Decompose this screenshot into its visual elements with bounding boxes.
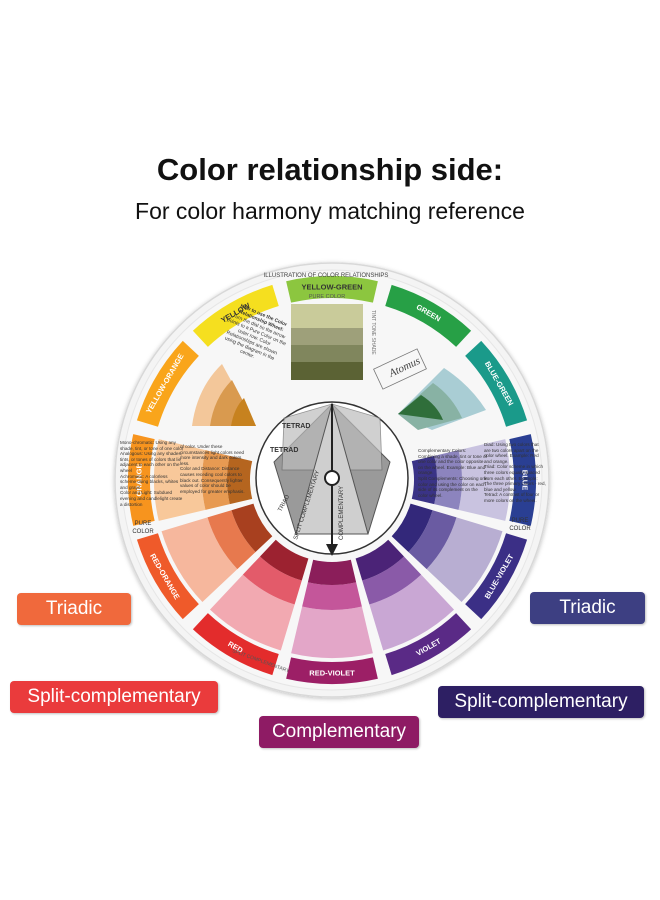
complementary-label: COMPLEMENTARY [339, 486, 345, 540]
hue-segment-blue-green [465, 340, 528, 427]
shade-wedge-blue-violet-2 [391, 503, 433, 552]
callout-split-right: Split-complementary [438, 686, 644, 718]
page-subtitle: For color harmony matching reference [135, 198, 525, 224]
shade-wedge-red-violet-1 [302, 582, 362, 610]
inner-shade-wedges [154, 439, 511, 659]
shade-wedge-orange-2 [227, 455, 253, 505]
shade-wedge-orange-1 [202, 450, 230, 510]
hue-label-red-violet: RED-VIOLET [309, 669, 355, 678]
midleft-text-2: Color and Distance: Distance causes rece… [180, 466, 245, 494]
shade-wedge-red-0 [209, 574, 295, 651]
diad-text: Diad: Using two colors that are two colo… [484, 442, 539, 464]
hue-segment-blue [509, 434, 536, 526]
hue-label-blue: BLUE [521, 470, 530, 490]
illustration-caption: ILLUSTRATION OF COLOR RELATIONSHIPS [264, 273, 389, 279]
shade-wedge-red-1 [242, 556, 302, 605]
shade-wedge-red-orange-1 [207, 510, 256, 570]
shade-wedge-blue-1 [434, 450, 462, 510]
hue-segment-green [385, 284, 472, 347]
shade-wedge-violet-0 [369, 574, 455, 651]
outer-hue-band [128, 275, 536, 684]
page-title: Color relationship side: [156, 152, 504, 187]
achromatic-text: Achromatic: A colorless scheme using bla… [120, 473, 179, 490]
hue-label-orange: ORANGE [135, 464, 144, 497]
triad-text: Triad: Color scheme in which three color… [484, 464, 546, 492]
hue-segment-violet [385, 613, 472, 676]
shade-wedge-red-2 [260, 539, 309, 581]
pure-color-left-2: COLOR [132, 529, 154, 535]
tetrad-label: TETRAD [282, 423, 310, 430]
hue-segment-red [192, 613, 279, 676]
midleft-text-1: of color. Under these circumstances ligh… [180, 444, 245, 466]
shade-wedge-violet-2 [355, 539, 404, 581]
center-dial: TETRAD TETRAD TRIAD SPLIT COMPLEMENTARY … [255, 401, 409, 556]
callout-triadic-left: Triadic [17, 593, 131, 625]
shade-wedge-red-violet-2 [307, 559, 357, 585]
shade-wedge-red-violet-0 [291, 606, 373, 659]
hue-segment-yellow-orange [136, 340, 199, 427]
hue-segment-red-violet [286, 657, 378, 684]
shade-wedge-red-orange-2 [231, 503, 273, 552]
hue-segment-yellow-green [286, 275, 378, 303]
shade-wedge-orange-0 [154, 439, 206, 521]
brand-frame [373, 348, 427, 390]
callout-triadic-right: Triadic [530, 592, 645, 624]
shade-wedge-blue-violet-0 [426, 517, 503, 603]
swatch-yellow-green-top [291, 304, 363, 380]
shade-wedge-violet-1 [362, 556, 422, 605]
color-light-text: Color and Light: Subdued evening and can… [120, 490, 183, 507]
hue-segment-red-orange [136, 533, 199, 620]
shade-wedge-blue-0 [458, 439, 511, 521]
tetrad-label-2: TETRAD [270, 447, 298, 454]
mono-text: Mono-chromatic: Using any shade, tint, o… [120, 440, 184, 451]
tetrad-text: Tetrad: A contrast of four or more color… [484, 492, 540, 503]
shade-wedge-red-orange-0 [161, 517, 238, 603]
swatch-yellow-orange-left [192, 364, 256, 426]
analogous-text: Analogous: Using any shades, tints, or t… [120, 451, 183, 473]
pure-color-right-1: PURE [512, 518, 529, 524]
hue-segment-blue-violet [465, 533, 528, 620]
shade-wedge-blue-2 [411, 455, 437, 505]
swatch-blue-green-right [398, 368, 486, 430]
pure-color-top: PURE COLOR [309, 294, 345, 300]
pure-color-left-1: PURE [135, 521, 152, 527]
hue-segment-yellow [192, 284, 279, 347]
scale-label: TINT TONE SHADE [370, 310, 376, 355]
shade-wedge-blue-violet-1 [408, 510, 457, 570]
hue-segment-orange [128, 434, 155, 526]
split-text: Split Complements: Choosing one color an… [418, 475, 488, 498]
callout-split-left: Split-complementary [10, 681, 218, 713]
callout-complementary: Complementary [259, 716, 419, 748]
pure-color-right-2: COLOR [509, 526, 531, 532]
hue-label-yellow-green: YELLOW-GREEN [301, 283, 362, 292]
complementary-text: Complementary Colors: Combining a shade,… [418, 448, 487, 476]
